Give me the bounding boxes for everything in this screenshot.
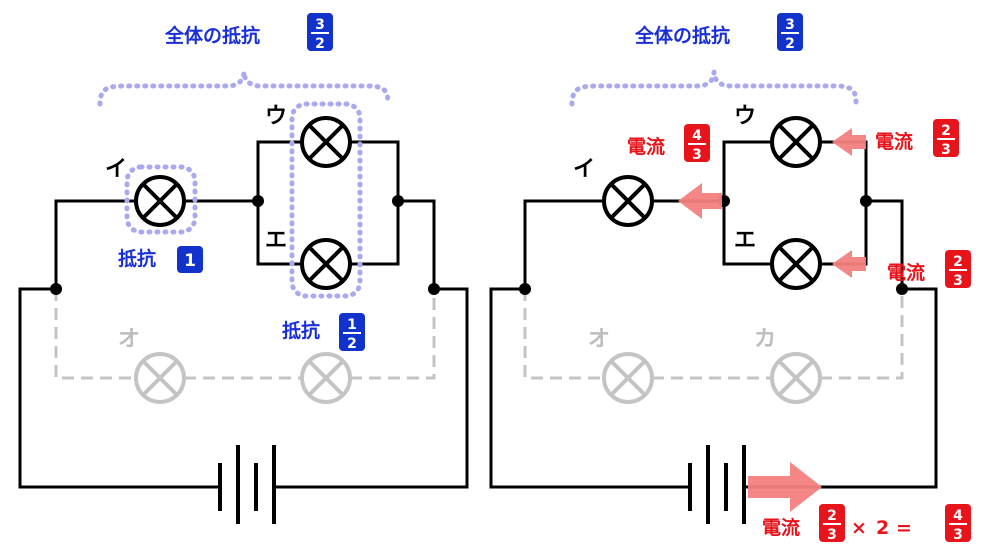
current-arrow-battery	[748, 462, 822, 512]
svg-text:3: 3	[953, 273, 963, 289]
left-dotted-groups	[97, 71, 391, 299]
right-battery	[688, 445, 746, 524]
right-total-resistance-badge: 3 2	[777, 13, 803, 52]
svg-text:1: 1	[347, 317, 357, 333]
left-label-u: ウ	[265, 104, 287, 129]
right-total-current-formula: 電流 2 3 × 2 = 4 3	[762, 504, 971, 543]
svg-text:2: 2	[347, 336, 357, 352]
svg-text:2: 2	[953, 254, 963, 270]
right-bulb-u	[770, 116, 822, 168]
svg-text:3: 3	[692, 147, 702, 163]
left-label-e: エ	[265, 228, 287, 253]
left-resistance-ue-badge: 1 2	[339, 313, 365, 352]
factor: 2	[876, 517, 889, 539]
total-current-label: 電流	[762, 516, 800, 539]
right-current-i-badge: 4 3	[684, 124, 710, 163]
right-label-o: オ	[588, 327, 610, 352]
left-faded-branch	[54, 289, 436, 380]
left-label-i: イ	[105, 157, 127, 182]
right-current-e-badge: 2 3	[945, 250, 971, 289]
left-bulb-faded-2	[300, 352, 352, 404]
right-current-u-label: 電流	[875, 130, 913, 153]
left-bulb-e	[300, 238, 352, 290]
right-bulb-o	[602, 352, 654, 404]
svg-text:4: 4	[692, 128, 702, 144]
current-arrow-u	[832, 128, 866, 156]
current-arrow-e	[832, 250, 866, 278]
svg-text:3: 3	[953, 527, 963, 543]
right-label-i: イ	[573, 157, 595, 182]
svg-text:3: 3	[785, 17, 795, 33]
right-current-e-label: 電流	[887, 261, 925, 284]
left-wires	[18, 140, 469, 489]
left-resistance-i-badge: 1	[177, 246, 203, 273]
equals-sign: =	[896, 517, 912, 539]
right-faded-branch	[523, 289, 904, 380]
svg-text:3: 3	[315, 17, 325, 33]
times-sign: ×	[851, 517, 867, 539]
left-battery	[218, 445, 276, 524]
left-label-o: オ	[118, 327, 140, 352]
left-bulb-u	[300, 116, 352, 168]
right-junctions	[519, 195, 908, 295]
svg-text:2: 2	[315, 36, 325, 52]
left-resistance-ue-label: 抵抗	[282, 319, 320, 342]
right-current-i-label: 電流	[627, 135, 665, 158]
left-total-resistance-label: 全体の抵抗	[164, 24, 260, 47]
svg-text:2: 2	[941, 123, 951, 139]
right-current-arrows	[678, 128, 866, 512]
right-label-ka: カ	[754, 327, 776, 352]
svg-text:2: 2	[827, 508, 837, 524]
right-bulb-ka	[770, 352, 822, 404]
current-arrow-i	[678, 183, 722, 219]
right-bulb-e	[770, 238, 822, 290]
right-bulb-i	[602, 175, 654, 227]
svg-text:1: 1	[184, 251, 196, 271]
right-total-resistance-label: 全体の抵抗	[634, 24, 730, 47]
left-total-resistance-badge: 3 2	[307, 13, 333, 52]
svg-text:2: 2	[785, 36, 795, 52]
svg-text:3: 3	[827, 527, 837, 543]
left-resistance-i-label: 抵抗	[118, 247, 156, 270]
right-label-u: ウ	[734, 104, 756, 129]
left-bulb-o	[134, 352, 186, 404]
svg-text:3: 3	[941, 142, 951, 158]
left-circuit: イ ウ エ オ 全体の抵抗 3 2 抵抗 1 抵抗 1 2	[18, 13, 469, 524]
svg-text:4: 4	[953, 508, 963, 524]
left-junctions	[50, 195, 440, 295]
right-dotted-group	[569, 71, 859, 107]
left-bulb-i	[134, 175, 186, 227]
right-circuit: イ ウ エ オ カ 全体の抵抗 3 2 電流 4 3 電流 2 3 電流	[489, 13, 971, 543]
right-current-u-badge: 2 3	[933, 119, 959, 158]
right-label-e: エ	[734, 228, 756, 253]
